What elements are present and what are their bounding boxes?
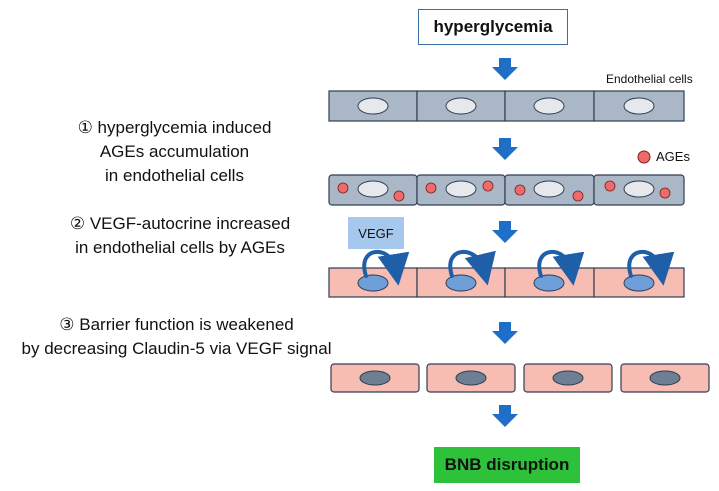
step-2-line-1: ② VEGF-autocrine increased — [52, 212, 308, 236]
autocrine-arrow-icon — [362, 250, 675, 286]
step-1-line-1-text: hyperglycemia induced — [97, 118, 272, 137]
ages-legend-label: AGEs — [656, 149, 690, 164]
ages-legend-dot — [637, 150, 651, 164]
hyperglycemia-box: hyperglycemia — [418, 9, 568, 45]
step-2-line-2: in endothelial cells by AGEs — [75, 238, 285, 257]
down-arrow-icon — [492, 138, 518, 160]
endothelial-cells-label: Endothelial cells — [606, 72, 693, 86]
endothelial-cell-row-2 — [328, 174, 685, 206]
endothelial-cell-row-1 — [328, 90, 685, 122]
step-1-text: ① hyperglycemia induced AGEs accumulatio… — [52, 116, 297, 188]
vegf-label: VEGF — [348, 217, 404, 249]
step-3-line-1-text: Barrier function is weakened — [79, 315, 294, 334]
down-arrow-icon — [492, 58, 518, 80]
step-3-marker: ③ — [59, 315, 75, 334]
step-1-line-2: AGEs accumulation — [99, 142, 250, 161]
down-arrow-icon — [492, 221, 518, 243]
bnb-disruption-box: BNB disruption — [434, 447, 580, 483]
step-2-marker: ② — [69, 214, 86, 233]
step-3-line-2: by decreasing Claudin-5 via VEGF signal — [21, 339, 332, 358]
step-1-line-3: in endothelial cells — [105, 166, 244, 185]
step-2-text: ② VEGF-autocrine increased in endothelia… — [52, 212, 308, 260]
step-2-line-1-text: VEGF-autocrine increased — [89, 214, 291, 233]
step-3-text: ③ Barrier function is weakened by decrea… — [4, 313, 349, 361]
down-arrow-icon — [492, 405, 518, 427]
endothelial-cell-row-4 — [330, 363, 710, 393]
down-arrow-icon — [492, 322, 518, 344]
step-1-line-1: ① hyperglycemia induced — [52, 116, 297, 140]
step-3-line-1: ③ Barrier function is weakened — [4, 313, 349, 337]
step-1-marker: ① — [77, 118, 93, 137]
